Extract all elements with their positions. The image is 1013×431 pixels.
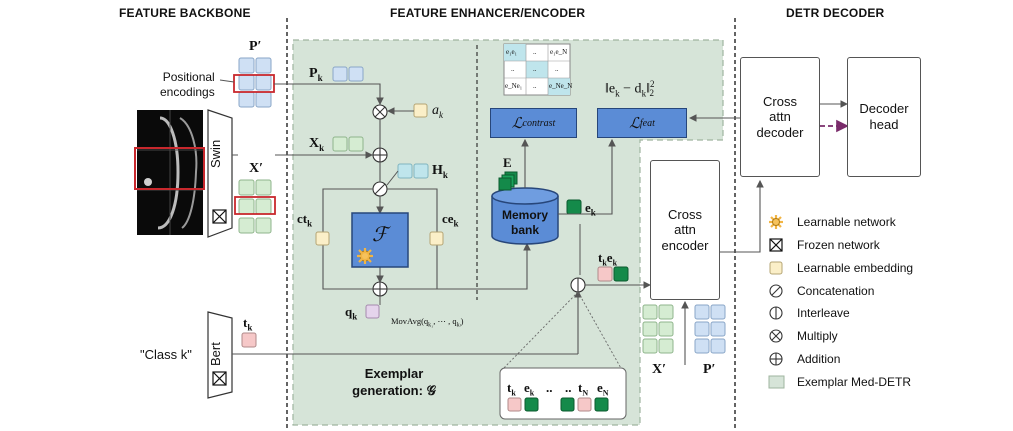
memory-bank-cylinder [491,187,559,245]
f-label: ℱ [372,224,388,246]
memory-bank-label: Memory bank [501,208,548,237]
seq-e-1: ek [524,380,535,398]
movavg-label: MovAvg(qk₁, ⋯ , qkₗ) [391,316,464,329]
h-k-label: Hk [432,163,448,180]
legend-learnable-embedding: Learnable embedding [797,261,914,275]
seq-dots-1: .. [546,380,553,395]
legend-icons [768,215,785,389]
swin-label: Swin [208,139,223,168]
matrix-cell-0-0: e₁e₁ [506,48,518,56]
decoder-header: DETR DECODER [786,6,885,20]
norm-formula: ‖ek − dk‖22 [605,79,655,99]
encoder-p-prime-grid [694,304,726,354]
seq-e-n: eN [597,380,609,398]
legend-addition: Addition [797,352,841,366]
frozen-icon [212,371,227,386]
ct-highlight [134,147,205,190]
matrix-cell-2-1: .. [533,82,537,90]
e-k-label: ek [585,200,596,218]
t-k-embedding [241,332,257,348]
legend-multiply: Multiply [797,329,838,343]
matrix-cell-1-2: .. [555,65,559,73]
similarity-matrix [503,43,571,96]
x-prime-label: X′ [249,161,264,176]
frozen-icon [212,209,227,224]
a-k-label: ak [432,103,443,120]
matrix-cell-2-2: e_Ne_N [549,82,573,90]
matrix-cell-0-1: .. [533,48,537,56]
tk-ek-label: tkek [598,250,618,268]
exemplar-generation-label-2: generation: 𝒢 [352,383,436,398]
encoder-x-prime-grid [642,304,674,354]
legend-interleave: Interleave [797,306,850,320]
q-k-label: qk [345,304,358,322]
multiply-op [372,104,388,120]
cross-attn-encoder: Cross attn encoder [650,160,720,300]
p-k-label: Pk [309,66,323,83]
legend-exemplar-med-detr: Exemplar Med-DETR [797,375,912,389]
encoder-x-prime-label: X′ [652,362,667,377]
bert-label: Bert [208,342,223,366]
gear-icon [357,248,373,264]
backbone-header: FEATURE BACKBONE [119,6,251,20]
legend-concatenation: Concatenation [797,284,875,298]
legend-frozen-network: Frozen network [797,238,880,252]
matrix-cell-2-0: e_Ne₁ [505,82,523,90]
add-op-2 [372,281,388,297]
class-k-label: "Class k" [140,347,192,362]
seq-t-n: tN [578,380,589,398]
decoder-head: Decoder head [847,57,921,177]
legend-learnable-network: Learnable network [797,215,896,229]
matrix-cell-1-0: .. [511,65,515,73]
p-prime-label: P′ [249,39,262,54]
t-k-label: tk [243,315,253,333]
interleave-op [570,277,586,293]
add-op-1 [372,147,388,163]
concat-op [372,181,388,197]
exemplar-generation-label-1: Exemplar [364,366,424,381]
encoder-p-prime-label: P′ [703,362,716,377]
matrix-cell-0-2: e₁e_N [550,48,568,56]
matrix-cell-1-1: .. [533,65,537,73]
positional-encodings-label: Positional encodings [160,70,215,99]
cross-attn-decoder: Cross attn decoder [740,57,820,177]
seq-dots-2: .. [565,380,572,395]
x-k-label: Xk [309,136,325,153]
x-prime-grid [234,179,276,234]
ce-k-label: cek [442,211,459,229]
seq-t-1: tk [507,380,516,398]
e-label: E [503,155,512,170]
p-prime-grid [233,57,275,108]
enhancer-header: FEATURE ENHANCER/ENCODER [390,6,586,20]
swin-encoder [207,109,233,238]
ct-k-label: ctk [297,211,313,229]
